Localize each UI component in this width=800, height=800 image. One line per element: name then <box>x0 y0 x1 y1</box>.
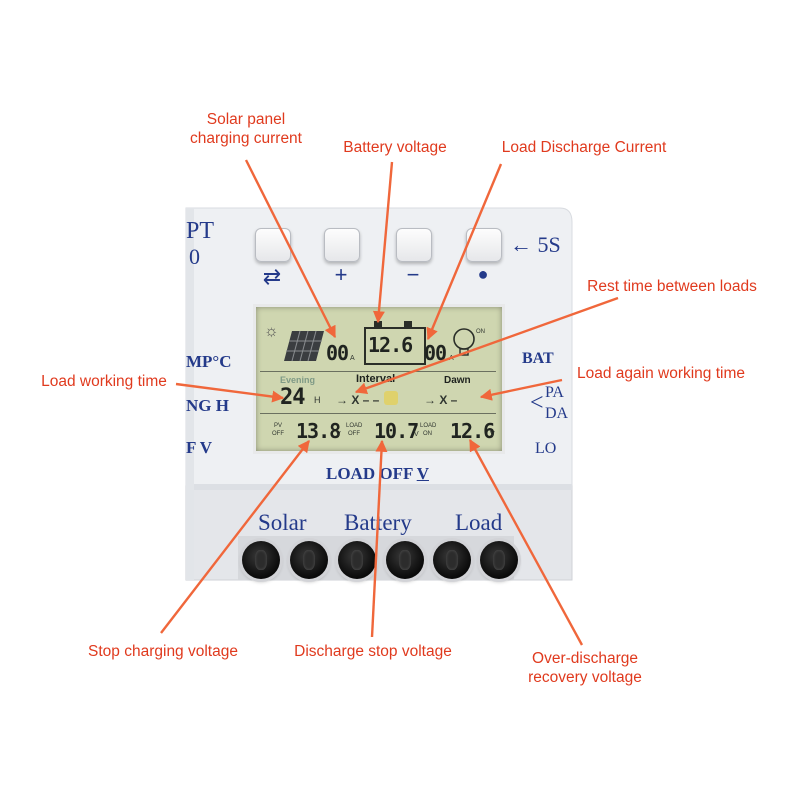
dawn-value: → X – <box>424 393 458 407</box>
left-label-volt: F V <box>186 438 212 457</box>
battery-voltage-readout: 12.6 <box>368 333 413 357</box>
solar-positive-terminal <box>242 541 280 579</box>
arrow-rest-time <box>354 296 619 395</box>
load-off-label: LOAD OFF V <box>326 464 429 484</box>
callout-over-discharge-line1: Over-discharge <box>532 650 638 667</box>
menu-switch-button[interactable] <box>255 228 291 262</box>
bulb-icon: ● <box>477 264 489 284</box>
battery-positive-terminal <box>338 541 376 579</box>
arrow-stop-charging <box>160 440 310 634</box>
solar-current-readout: 00 <box>326 341 349 365</box>
solar-panel-icon <box>284 330 324 362</box>
dawn-label: Dawn <box>444 375 471 386</box>
right-tag: ← 5S <box>510 232 561 257</box>
left-label-temp: MP°C <box>186 352 232 371</box>
load-off-lcd-label-1: LOAD <box>346 423 363 429</box>
callout-stop-charging: Stop charging voltage <box>88 643 238 660</box>
minus-button[interactable] <box>396 228 432 262</box>
interval-value: → X – – <box>336 393 380 407</box>
on-tag: ON <box>476 329 485 335</box>
load-off-lcd-label-2: OFF <box>348 431 360 437</box>
arrow-over-discharge <box>468 438 584 646</box>
lcd-divider-1 <box>260 371 496 372</box>
right-label-pa: PA <box>545 384 564 401</box>
arrow-load-discharge <box>426 163 503 341</box>
arrow-discharge-stop <box>370 439 388 638</box>
minus-icon: − <box>406 262 420 287</box>
callout-load-again-time: Load again working time <box>576 365 746 382</box>
load-off-unit: V <box>416 464 429 483</box>
hourglass-icon <box>384 391 398 405</box>
swap-arrows-icon: ⇄ <box>262 264 282 289</box>
model-label-top: PT <box>186 218 215 244</box>
plus-icon: + <box>334 262 348 287</box>
pv-off-voltage-readout: 13.8 <box>296 419 341 443</box>
left-label-hours: NG H <box>186 396 229 415</box>
callout-solar-current-line2: charging current <box>189 130 302 147</box>
solar-current-unit: A <box>350 355 355 362</box>
load-positive-terminal <box>433 541 471 579</box>
load-off-text: LOAD OFF <box>326 464 413 483</box>
pv-off-unit: V <box>336 431 341 438</box>
bracket-glyph: < <box>530 390 544 416</box>
callout-solar-current-line1: Solar panel <box>206 111 286 128</box>
sun-icon: ☼ <box>264 323 279 340</box>
work-hours-unit: H <box>314 395 321 405</box>
terminal-label-solar: Solar <box>258 510 307 535</box>
callout-load-discharge: Load Discharge Current <box>501 139 667 156</box>
load-negative-terminal <box>480 541 518 579</box>
work-hours-readout: 24 <box>280 385 305 410</box>
arrow-load-again-time <box>479 378 563 401</box>
arrow-solar-current <box>244 159 337 339</box>
callout-over-discharge-line2: recovery voltage <box>528 669 642 686</box>
evening-label: Evening <box>280 375 316 385</box>
lcd-divider-2 <box>260 413 496 414</box>
callout-battery-voltage: Battery voltage <box>343 139 447 156</box>
model-label-bottom: 0 <box>189 244 200 269</box>
plus-button[interactable] <box>324 228 360 262</box>
arrow-battery-voltage <box>372 161 394 324</box>
right-label-da: DA <box>545 405 569 422</box>
pv-off-label-1: PV <box>274 423 283 429</box>
load-on-lcd-label-2: ON <box>423 431 432 437</box>
right-label-bat: BAT <box>522 350 554 367</box>
callout-solar-current: Solar panel charging current <box>176 110 316 148</box>
load-on-lcd-unit: V <box>490 431 495 438</box>
load-off-lcd-unit: V <box>414 431 419 438</box>
arrow-load-working-time <box>175 382 285 403</box>
pv-off-label-2: OFF <box>272 431 284 437</box>
battery-negative-terminal <box>386 541 424 579</box>
battery-icon <box>364 327 426 365</box>
load-current-readout: 00 <box>424 341 447 365</box>
load-off-voltage-readout: 10.7 <box>374 419 419 443</box>
terminal-label-load: Load <box>455 510 503 535</box>
solar-negative-terminal <box>290 541 328 579</box>
callout-load-working-time: Load working time <box>41 373 167 390</box>
right-label-lo: LO <box>535 440 557 457</box>
callout-rest-time: Rest time between loads <box>587 278 757 295</box>
callout-discharge-stop: Discharge stop voltage <box>294 643 452 660</box>
callout-over-discharge: Over-discharge recovery voltage <box>514 649 656 687</box>
load-on-lcd-label-1: LOAD <box>420 423 437 429</box>
